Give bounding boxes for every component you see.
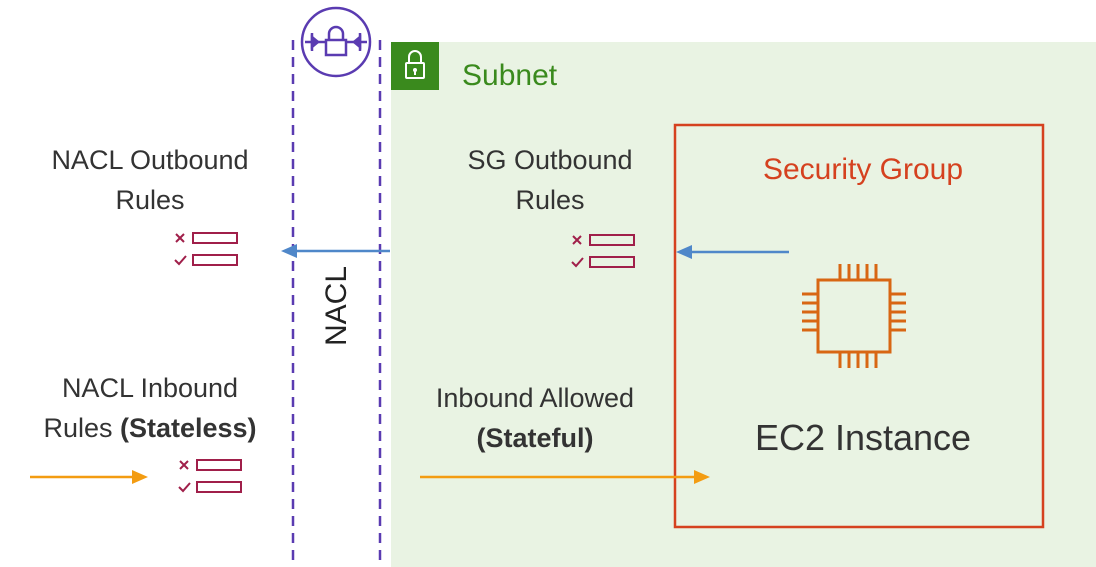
nacl-outbound-line1: NACL Outbound [51,145,249,175]
subnet-title: Subnet [462,59,558,92]
stateful-label: (Stateful) [400,418,670,458]
inbound-allowed-label: Inbound Allowed (Stateful) [400,378,670,458]
security-group-box [673,123,1045,529]
nacl-boundary [291,40,382,567]
inbound-arrow-sg [420,470,710,484]
sg-outbound-rules-label: SG Outbound Rules [420,140,680,220]
nacl-lock-icon [300,6,372,78]
stateful-bold: (Stateful) [476,423,594,453]
stateless-label: (Stateless) [119,413,257,443]
nacl-outbound-line2: Rules [115,185,185,215]
chip-icon [802,264,906,368]
sg-outbound-line1: SG Outbound [467,145,633,175]
nacl-vertical-label: NACL [320,265,353,347]
security-group-title: Security Group [762,153,964,186]
inbound-arrow-nacl [30,470,148,484]
nacl-inbound-line2-plain: Rules [43,413,120,443]
ec2-instance-title: EC2 Instance [754,417,972,458]
subnet-area [391,42,1096,567]
lock-icon [391,42,439,90]
rules-checklist-icon [174,232,238,266]
sg-outbound-line2: Rules [515,185,585,215]
nacl-inbound-rules-label: NACL Inbound Rules (Stateless) [20,368,280,448]
outbound-arrow-sg [676,245,789,259]
rules-checklist-icon [178,459,242,493]
nacl-inbound-line2: Rules (Stateless) [20,408,280,448]
nacl-inbound-line1: NACL Inbound [61,373,239,403]
rules-checklist-icon [571,234,635,268]
nacl-outbound-rules-label: NACL Outbound Rules [20,140,280,220]
outbound-arrow-nacl [281,244,390,258]
inbound-allowed-line1: Inbound Allowed [435,383,635,413]
